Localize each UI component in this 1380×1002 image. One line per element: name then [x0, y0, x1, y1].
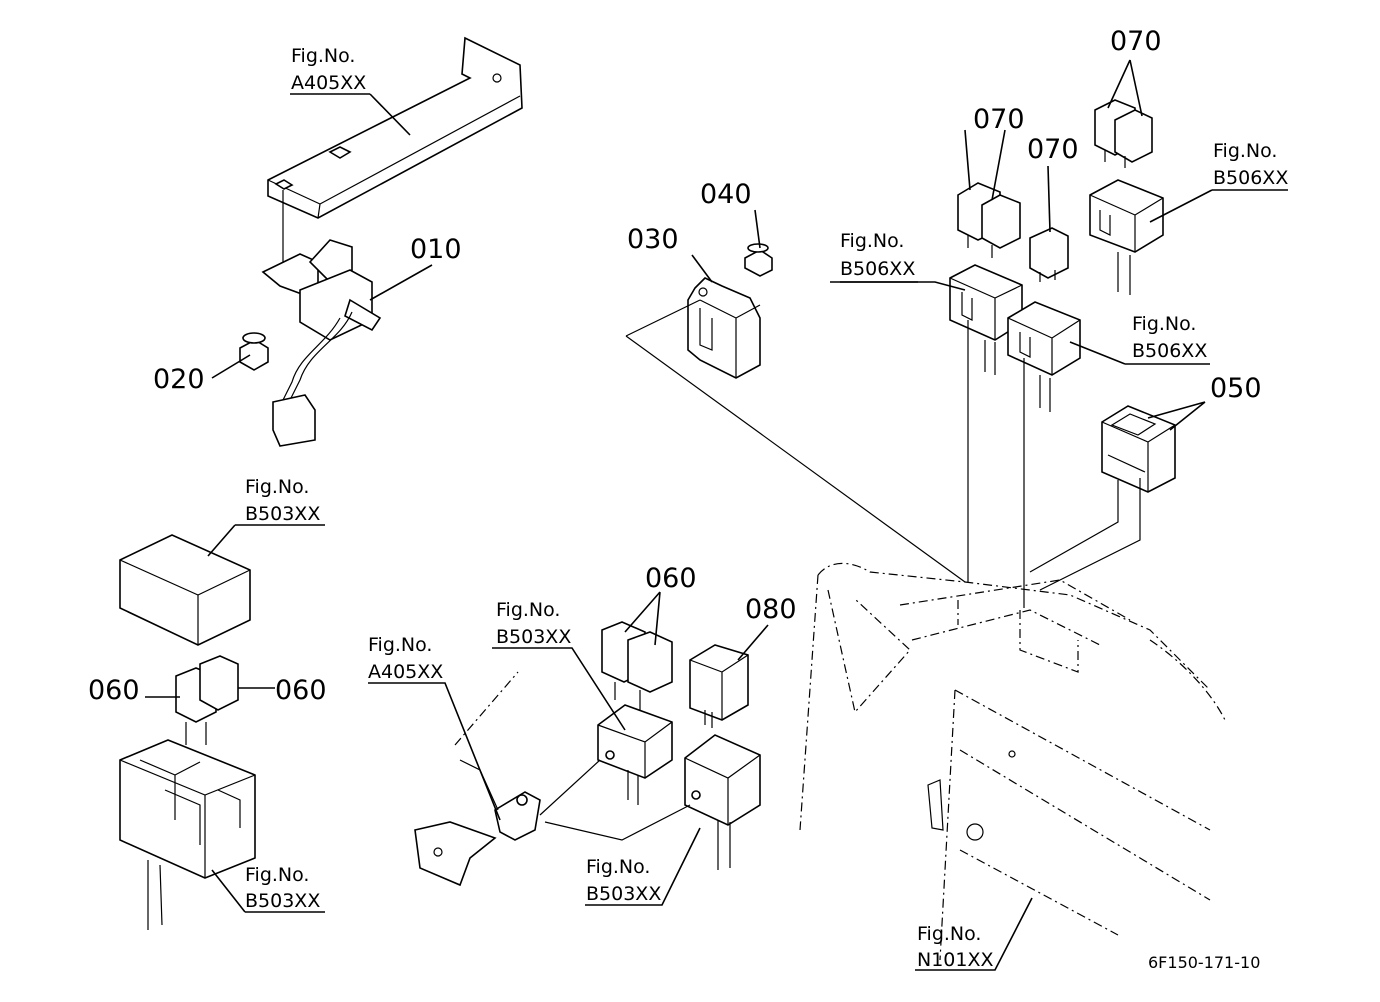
part-050-label: 050 [1210, 373, 1262, 404]
cover-b503 [119, 534, 251, 646]
part-070-label-left: 070 [973, 104, 1025, 135]
part-060-label-mid: 060 [645, 563, 697, 594]
fig-ref-b503-mid-top-code: B503XX [496, 626, 571, 648]
fig-ref-a405-mid-code: A405XX [368, 661, 443, 683]
switch-010 [261, 190, 382, 447]
fig-ref-b503-mid-bot-code: B503XX [586, 883, 661, 905]
relay-070-single [1029, 227, 1069, 282]
fig-ref-a405-mid-label: Fig.No. [368, 634, 432, 656]
socket-b506-right [1089, 179, 1164, 295]
fig-ref-a405-top-label: Fig.No. [291, 45, 355, 67]
relay-box-b503-mid [597, 704, 673, 805]
bracket-a405-mid [414, 671, 541, 887]
part-020-label: 020 [153, 364, 205, 395]
fig-ref-b506-right-label: Fig.No. [1213, 140, 1277, 162]
fig-ref-b503-left-top-code: B503XX [245, 503, 320, 525]
relay-080 [689, 644, 749, 728]
bracket-a405 [267, 36, 523, 219]
fig-ref-b503-mid-bot-label: Fig.No. [586, 856, 650, 878]
panel-n101 [799, 562, 1226, 961]
part-040-label: 040 [700, 179, 752, 210]
relay-060-left [175, 655, 239, 745]
part-070-label-mid: 070 [1027, 134, 1079, 165]
diagram-code: 6F150-171-10 [1148, 953, 1260, 972]
fig-ref-b506-mid-code: B506XX [1132, 340, 1207, 362]
relay-060-mid [601, 621, 673, 710]
fig-ref-n101-label: Fig.No. [917, 923, 981, 945]
relay-070-pair-right [1094, 99, 1153, 168]
fig-ref-n101-code: N101XX [917, 949, 994, 971]
fig-ref-b506-right-code: B506XX [1213, 167, 1288, 189]
bolt-040 [744, 243, 773, 277]
flasher-030 [687, 277, 761, 379]
part-010-label: 010 [410, 234, 462, 265]
fig-ref-b506-left-label: Fig.No. [840, 230, 904, 252]
fig-ref-b503-left-bot-label: Fig.No. [245, 864, 309, 886]
relay-box-b503-right [684, 734, 761, 870]
fig-ref-b503-left-bot-code: B503XX [245, 890, 320, 912]
part-030-label: 030 [627, 224, 679, 255]
relay-050 [1101, 405, 1176, 493]
part-060-label-right: 060 [275, 675, 327, 706]
socket-b506-mid [1007, 301, 1081, 412]
part-080-label: 080 [745, 594, 797, 625]
fig-ref-b503-mid-top-label: Fig.No. [496, 599, 560, 621]
fig-ref-a405-top-code: A405XX [291, 72, 366, 94]
nut-020 [239, 332, 269, 371]
fig-ref-b503-left-top-label: Fig.No. [245, 476, 309, 498]
part-060-label-left: 060 [88, 675, 140, 706]
relay-box-b503-left [119, 739, 256, 930]
fig-ref-b506-left-code: B506XX [840, 258, 915, 280]
fig-ref-b506-mid-label: Fig.No. [1132, 313, 1196, 335]
relay-070-pair-left [957, 182, 1021, 258]
part-070-label-right: 070 [1110, 26, 1162, 57]
